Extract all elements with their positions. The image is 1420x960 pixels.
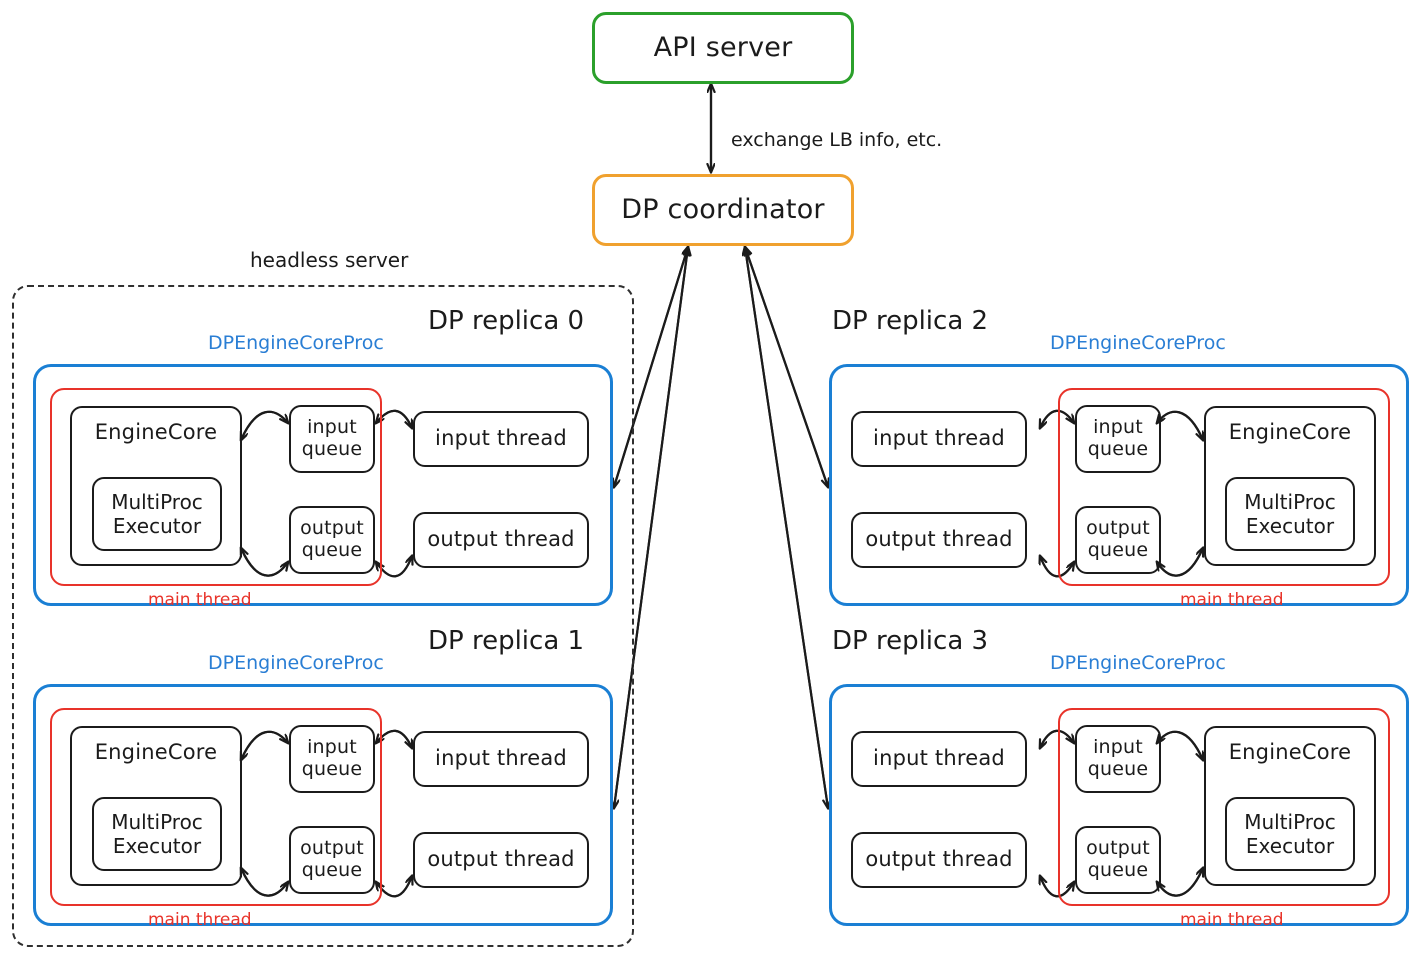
replica-0-input-queue-label-2: queue bbox=[301, 438, 363, 460]
replica-2-proc-box bbox=[829, 364, 1409, 606]
replica-3-engine-core-label: EngineCore bbox=[1228, 740, 1352, 764]
replica-3-input-queue-label-1: input bbox=[1093, 736, 1143, 759]
replica-1-main-thread-label: main thread bbox=[148, 910, 252, 930]
replica-2-input-queue[interactable]: input queue bbox=[1075, 405, 1161, 473]
replica-1-proc-box bbox=[33, 684, 613, 926]
replica-0-multiproc-executor[interactable]: MultiProc Executor bbox=[92, 477, 222, 551]
replica-3-input-thread[interactable]: input thread bbox=[851, 731, 1027, 787]
replica-1-multiproc-executor[interactable]: MultiProc Executor bbox=[92, 797, 222, 871]
replica-0-output-queue-label-2: queue bbox=[301, 539, 363, 561]
replica-1-proc-label: DPEngineCoreProc bbox=[208, 652, 384, 674]
replica-0-mpe-label-1: MultiProc bbox=[111, 490, 203, 514]
replica-3-input-thread-label: input thread bbox=[873, 746, 1005, 771]
replica-2-input-thread-label: input thread bbox=[873, 426, 1005, 451]
api-server-node[interactable]: API server bbox=[592, 12, 854, 84]
replica-2-output-thread-label: output thread bbox=[865, 527, 1013, 552]
replica-0-input-queue-label-1: input bbox=[307, 416, 357, 439]
replica-3-mpe-label-2: Executor bbox=[1245, 834, 1335, 858]
replica-1-output-queue-label-1: output bbox=[300, 837, 364, 860]
replica-0-input-thread-label: input thread bbox=[435, 426, 567, 451]
replica-1-input-thread-label: input thread bbox=[435, 746, 567, 771]
replica-0-main-thread-label: main thread bbox=[148, 590, 252, 610]
api-server-label: API server bbox=[653, 31, 793, 63]
replica-2-output-thread[interactable]: output thread bbox=[851, 512, 1027, 568]
replica-2-proc-label: DPEngineCoreProc bbox=[1050, 332, 1226, 354]
replica-2-input-queue-label-1: input bbox=[1093, 416, 1143, 439]
replica-3-input-queue-label-2: queue bbox=[1087, 758, 1149, 780]
replica-3-output-queue[interactable]: output queue bbox=[1075, 826, 1161, 894]
replica-2-main-thread-label: main thread bbox=[1180, 590, 1284, 610]
replica-0-input-thread[interactable]: input thread bbox=[413, 411, 589, 467]
headless-server-label: headless server bbox=[250, 248, 409, 272]
replica-0-engine-core[interactable]: EngineCore bbox=[70, 406, 242, 566]
replica-1-input-queue-label-1: input bbox=[307, 736, 357, 759]
replica-3-proc-label: DPEngineCoreProc bbox=[1050, 652, 1226, 674]
replica-0-main-thread-box bbox=[50, 388, 382, 586]
replica-2-mpe-label-2: Executor bbox=[1245, 514, 1335, 538]
replica-3-output-thread-label: output thread bbox=[865, 847, 1013, 872]
replica-2-multiproc-executor[interactable]: MultiProc Executor bbox=[1225, 477, 1355, 551]
replica-2-engine-core-label: EngineCore bbox=[1228, 420, 1352, 444]
headless-server-group bbox=[12, 285, 634, 947]
replica-3-main-thread-box bbox=[1058, 708, 1390, 906]
replica-3-proc-box bbox=[829, 684, 1409, 926]
replica-0-mpe-label-2: Executor bbox=[112, 514, 202, 538]
edge-label-exchange-lb-info: exchange LB info, etc. bbox=[731, 129, 943, 151]
dp-coordinator-label: DP coordinator bbox=[621, 193, 825, 225]
replica-3-title: DP replica 3 bbox=[832, 626, 989, 656]
replica-0-proc-label: DPEngineCoreProc bbox=[208, 332, 384, 354]
replica-1-input-thread[interactable]: input thread bbox=[413, 731, 589, 787]
replica-1-input-queue[interactable]: input queue bbox=[289, 725, 375, 793]
replica-0-output-queue-label-1: output bbox=[300, 517, 364, 540]
replica-0-input-queue[interactable]: input queue bbox=[289, 405, 375, 473]
replica-2-output-queue-label-2: queue bbox=[1087, 539, 1149, 561]
replica-1-main-thread-box bbox=[50, 708, 382, 906]
dp-coordinator-node[interactable]: DP coordinator bbox=[592, 174, 854, 246]
replica-2-output-queue[interactable]: output queue bbox=[1075, 506, 1161, 574]
replica-1-engine-core[interactable]: EngineCore bbox=[70, 726, 242, 886]
replica-3-engine-core[interactable]: EngineCore bbox=[1204, 726, 1376, 886]
replica-2-output-queue-label-1: output bbox=[1086, 517, 1150, 540]
replica-3-multiproc-executor[interactable]: MultiProc Executor bbox=[1225, 797, 1355, 871]
replica-1-mpe-label-1: MultiProc bbox=[111, 810, 203, 834]
replica-2-engine-core[interactable]: EngineCore bbox=[1204, 406, 1376, 566]
replica-3-output-queue-label-2: queue bbox=[1087, 859, 1149, 881]
replica-1-mpe-label-2: Executor bbox=[112, 834, 202, 858]
replica-0-proc-box bbox=[33, 364, 613, 606]
replica-3-main-thread-label: main thread bbox=[1180, 910, 1284, 930]
replica-0-output-thread-label: output thread bbox=[427, 527, 575, 552]
replica-3-output-queue-label-1: output bbox=[1086, 837, 1150, 860]
replica-2-title: DP replica 2 bbox=[832, 306, 989, 336]
replica-2-mpe-label-1: MultiProc bbox=[1244, 490, 1336, 514]
replica-1-engine-core-label: EngineCore bbox=[94, 740, 218, 764]
replica-1-output-queue-label-2: queue bbox=[301, 859, 363, 881]
replica-1-input-queue-label-2: queue bbox=[301, 758, 363, 780]
replica-0-output-thread[interactable]: output thread bbox=[413, 512, 589, 568]
replica-1-output-queue[interactable]: output queue bbox=[289, 826, 375, 894]
replica-1-title: DP replica 1 bbox=[428, 626, 585, 656]
replica-2-input-queue-label-2: queue bbox=[1087, 438, 1149, 460]
edge-coordinator-to-replica-3 bbox=[745, 247, 828, 808]
replica-0-title: DP replica 0 bbox=[428, 306, 585, 336]
replica-3-input-queue[interactable]: input queue bbox=[1075, 725, 1161, 793]
replica-0-output-queue[interactable]: output queue bbox=[289, 506, 375, 574]
replica-1-output-thread-label: output thread bbox=[427, 847, 575, 872]
replica-3-mpe-label-1: MultiProc bbox=[1244, 810, 1336, 834]
edge-coordinator-to-replica-2 bbox=[745, 247, 828, 487]
replica-2-input-thread[interactable]: input thread bbox=[851, 411, 1027, 467]
replica-3-output-thread[interactable]: output thread bbox=[851, 832, 1027, 888]
replica-2-main-thread-box bbox=[1058, 388, 1390, 586]
replica-0-engine-core-label: EngineCore bbox=[94, 420, 218, 444]
replica-1-output-thread[interactable]: output thread bbox=[413, 832, 589, 888]
